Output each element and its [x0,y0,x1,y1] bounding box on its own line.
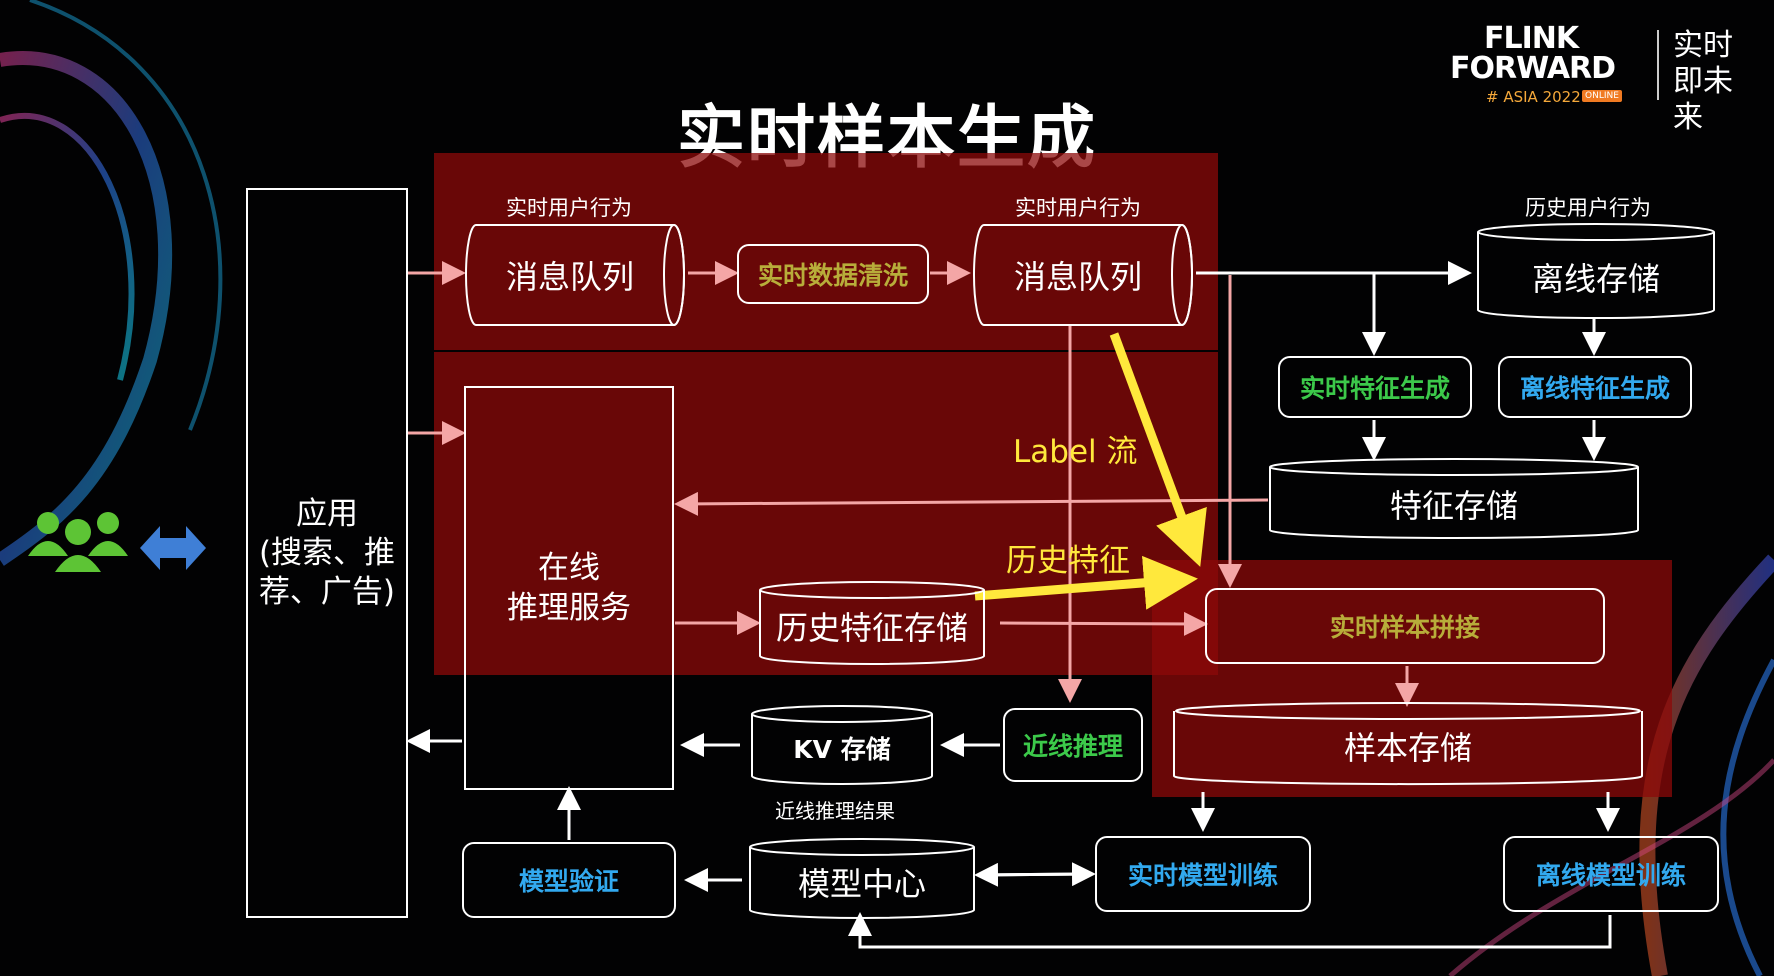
bidirectional-arrow-icon [140,526,206,570]
model-verification: 模型验证 [462,842,676,918]
model-center: 模型中心 [797,865,926,903]
nearline-inference: 近线推理 [1003,708,1143,782]
application-box: 应用 (搜索、推 荐、广告) [246,188,408,918]
offline-feature-gen: 离线特征生成 [1498,356,1692,418]
realtime-data-cleaning: 实时数据清洗 [737,244,929,304]
message-queue-2: 消息队列 [1013,258,1142,296]
sample-storage: 样本存储 [1343,729,1472,767]
history-feature-storage: 历史特征存储 [775,609,968,647]
users-icon [28,512,128,572]
logo-sub: # ASIA 2022 [1486,88,1581,106]
logo-line2: FORWARD [1450,51,1616,86]
logo-slogan: 实时即未来 [1673,28,1733,135]
message-queue-1: 消息队列 [505,258,634,296]
logo-tag: ONLINE [1582,90,1622,102]
kv-caption: 近线推理结果 [775,799,895,823]
offline-caption: 历史用户行为 [1525,196,1651,220]
history-feature-annotation: 历史特征 [1006,543,1130,579]
offline-storage: 离线存储 [1531,260,1660,298]
logo-line1: FLINK [1484,21,1579,56]
realtime-sample-join: 实时样本拼接 [1205,588,1605,664]
feature-storage: 特征存储 [1389,487,1518,525]
mq2-caption: 实时用户行为 [1015,196,1141,220]
realtime-model-training: 实时模型训练 [1095,836,1311,912]
kv-storage: KV 存储 [793,735,891,764]
online-inference-service: 在线 推理服务 [464,386,674,790]
realtime-feature-gen: 实时特征生成 [1278,356,1472,418]
logo-divider [1657,30,1659,100]
mq1-caption: 实时用户行为 [506,196,632,220]
offline-model-training: 离线模型训练 [1503,836,1719,912]
flink-forward-logo: FLINK FORWARD [1450,21,1616,86]
label-flow-annotation: Label 流 [1013,434,1138,470]
